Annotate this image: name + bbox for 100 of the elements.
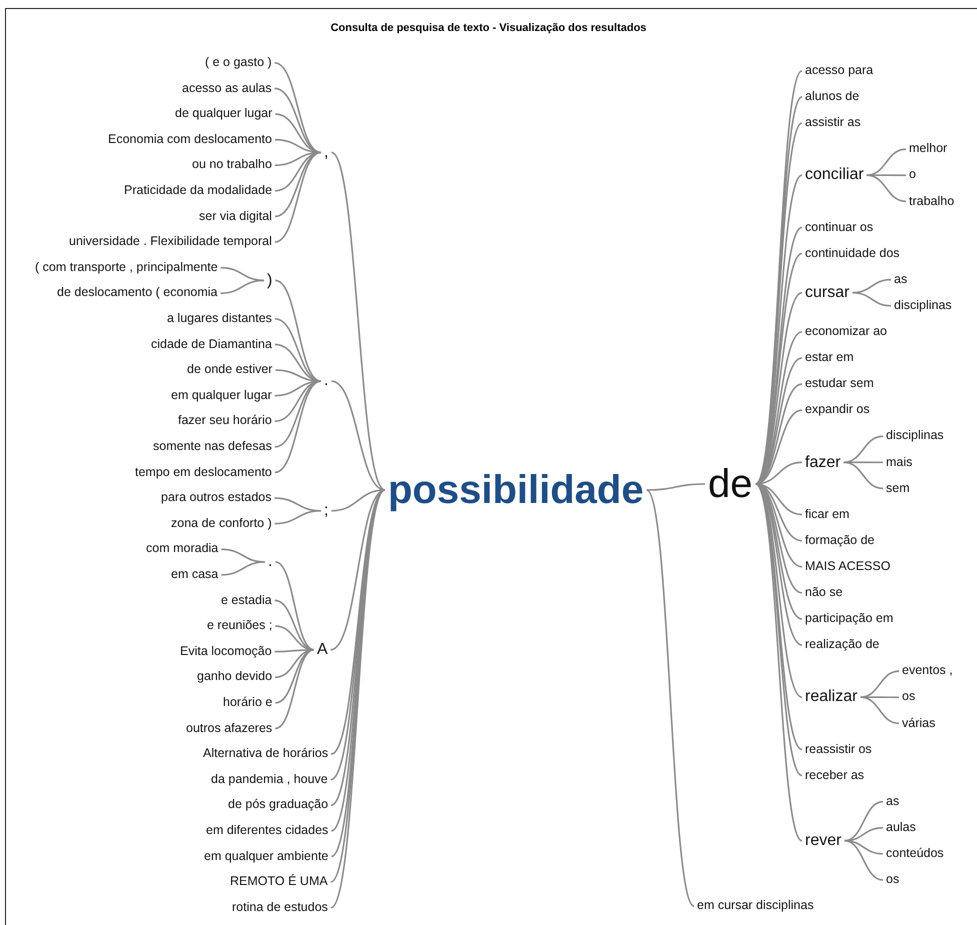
branch-line	[844, 800, 884, 842]
branch-line	[274, 648, 314, 678]
branch-word: .	[268, 553, 272, 571]
phrase-label: de deslocamento ( economia	[57, 286, 218, 300]
phrase-label: Alternativa de horários	[203, 747, 328, 761]
phrase-label: conteúdos	[886, 847, 944, 861]
phrase-label: os	[886, 873, 900, 887]
phrase-label: em qualquer lugar	[171, 388, 272, 403]
phrase-label: continuar os	[805, 220, 874, 234]
phrase-label: da pandemia , houve	[211, 772, 328, 787]
branch-word: fazer	[805, 454, 841, 472]
branch-line	[330, 152, 386, 491]
branch-line	[754, 484, 803, 842]
phrase-label: as	[894, 272, 908, 287]
phrase-label: continuidade dos	[805, 246, 900, 260]
phrase-label: horário e	[223, 696, 272, 710]
phrase-label: outros afazeres	[186, 722, 272, 736]
phrase-label: de onde estiver	[187, 363, 272, 377]
branch-line	[220, 280, 264, 294]
branch-line	[646, 490, 695, 906]
phrase-label: participação em	[805, 612, 894, 626]
phrase-label: aulas	[886, 820, 916, 835]
phrase-label: em qualquer ambiente	[204, 850, 328, 864]
phrase-label: REMOTO É UMA	[230, 875, 328, 889]
branch-line	[860, 670, 900, 698]
phrase-label: e reuniões ;	[207, 619, 272, 633]
phrase-label: somente nas defesas	[153, 440, 272, 454]
phrase-label: estar em	[805, 351, 854, 365]
phrase-label: em diferentes cidades	[206, 824, 328, 838]
phrase-label: rotina de estudos	[232, 900, 328, 915]
branch-line	[221, 561, 266, 576]
phrase-label: reassistir os	[805, 742, 872, 756]
phrase-label: não se	[805, 586, 843, 600]
phrase-label: sem	[886, 482, 910, 496]
phrase-label: mais	[886, 456, 912, 470]
branch-line	[866, 174, 906, 202]
phrase-label: assistir as	[805, 116, 861, 130]
branch-line	[866, 148, 906, 176]
branch-line	[275, 648, 314, 704]
phrase-label: formação de	[805, 534, 874, 548]
phrase-label: o	[909, 168, 916, 182]
phrase-label: disciplinas	[894, 298, 952, 313]
phrase-label: a lugares distantes	[167, 312, 272, 326]
branch-line	[274, 510, 322, 524]
branch-word: cursar	[805, 284, 850, 302]
phrase-label: acesso para	[805, 64, 874, 78]
branch-line	[274, 380, 322, 448]
branch-word: conciliar	[805, 166, 864, 184]
phrase-label: receber as	[805, 768, 864, 782]
branch-word: .	[324, 372, 328, 390]
phrase-label: melhor	[909, 142, 948, 156]
phrase-label: tempo em deslocamento	[135, 466, 272, 480]
branch-line	[274, 344, 322, 382]
branch-line	[844, 840, 884, 881]
phrase-label: estudar sem	[805, 377, 874, 391]
phrase-label: para outros estados	[161, 491, 272, 505]
phrase-label: fazer seu horário	[178, 414, 272, 428]
branch-line	[844, 435, 884, 464]
branch-line	[275, 561, 314, 651]
phrase-label: ser via digital	[199, 210, 272, 224]
phrase-label: realização de	[805, 638, 880, 652]
phrase-label: Evita locomoção	[180, 644, 272, 659]
phrase-label: cidade de Diamantina	[151, 338, 272, 352]
phrase-label: disciplinas	[886, 429, 944, 444]
phrase-label: acesso as aulas	[182, 82, 272, 96]
phrase-label: zona de conforto )	[171, 516, 272, 531]
phrase-label: trabalho	[909, 194, 954, 208]
branch-word: rever	[805, 832, 842, 850]
branch-line	[852, 292, 892, 307]
phrase-label: várias	[902, 716, 936, 730]
phrase-label: de qualquer lugar	[175, 107, 272, 121]
branch-line	[221, 548, 266, 563]
diagram-title: Consulta de pesquisa de texto - Visualização dos resultados	[330, 22, 648, 34]
branch-line	[274, 152, 322, 243]
phrase-label: MAIS ACESSO	[805, 560, 890, 574]
branch-word: A	[317, 640, 328, 659]
branch-word: de	[708, 462, 752, 506]
phrase-label: as	[886, 794, 900, 809]
phrase-label: alunos de	[805, 90, 860, 104]
branch-line	[274, 600, 314, 651]
branch-line	[843, 462, 884, 490]
phrase-label: em casa	[171, 568, 218, 582]
phrase-label: e estadia	[221, 594, 272, 608]
branch-line	[860, 696, 900, 724]
phrase-label: ( e o gasto )	[205, 56, 272, 70]
phrase-label: ganho devido	[197, 670, 272, 684]
phrase-label: ficar em	[805, 508, 850, 522]
branch-line	[852, 278, 892, 294]
branch-word: realizar	[805, 688, 858, 706]
phrase-label: economizar ao	[805, 325, 887, 339]
phrase-label: ( com transporte , principalmente	[35, 260, 218, 275]
phrase-label: ou no trabalho	[192, 158, 272, 172]
branch-word: )	[267, 272, 272, 290]
root-word: possibilidade	[388, 468, 644, 512]
branch-line	[844, 840, 884, 855]
branch-line	[274, 88, 322, 154]
phrase-label: com moradia	[146, 542, 218, 556]
branch-line	[274, 649, 314, 730]
phrase-label: os	[902, 690, 916, 704]
phrase-label: Praticidade da modalidade	[124, 184, 272, 198]
